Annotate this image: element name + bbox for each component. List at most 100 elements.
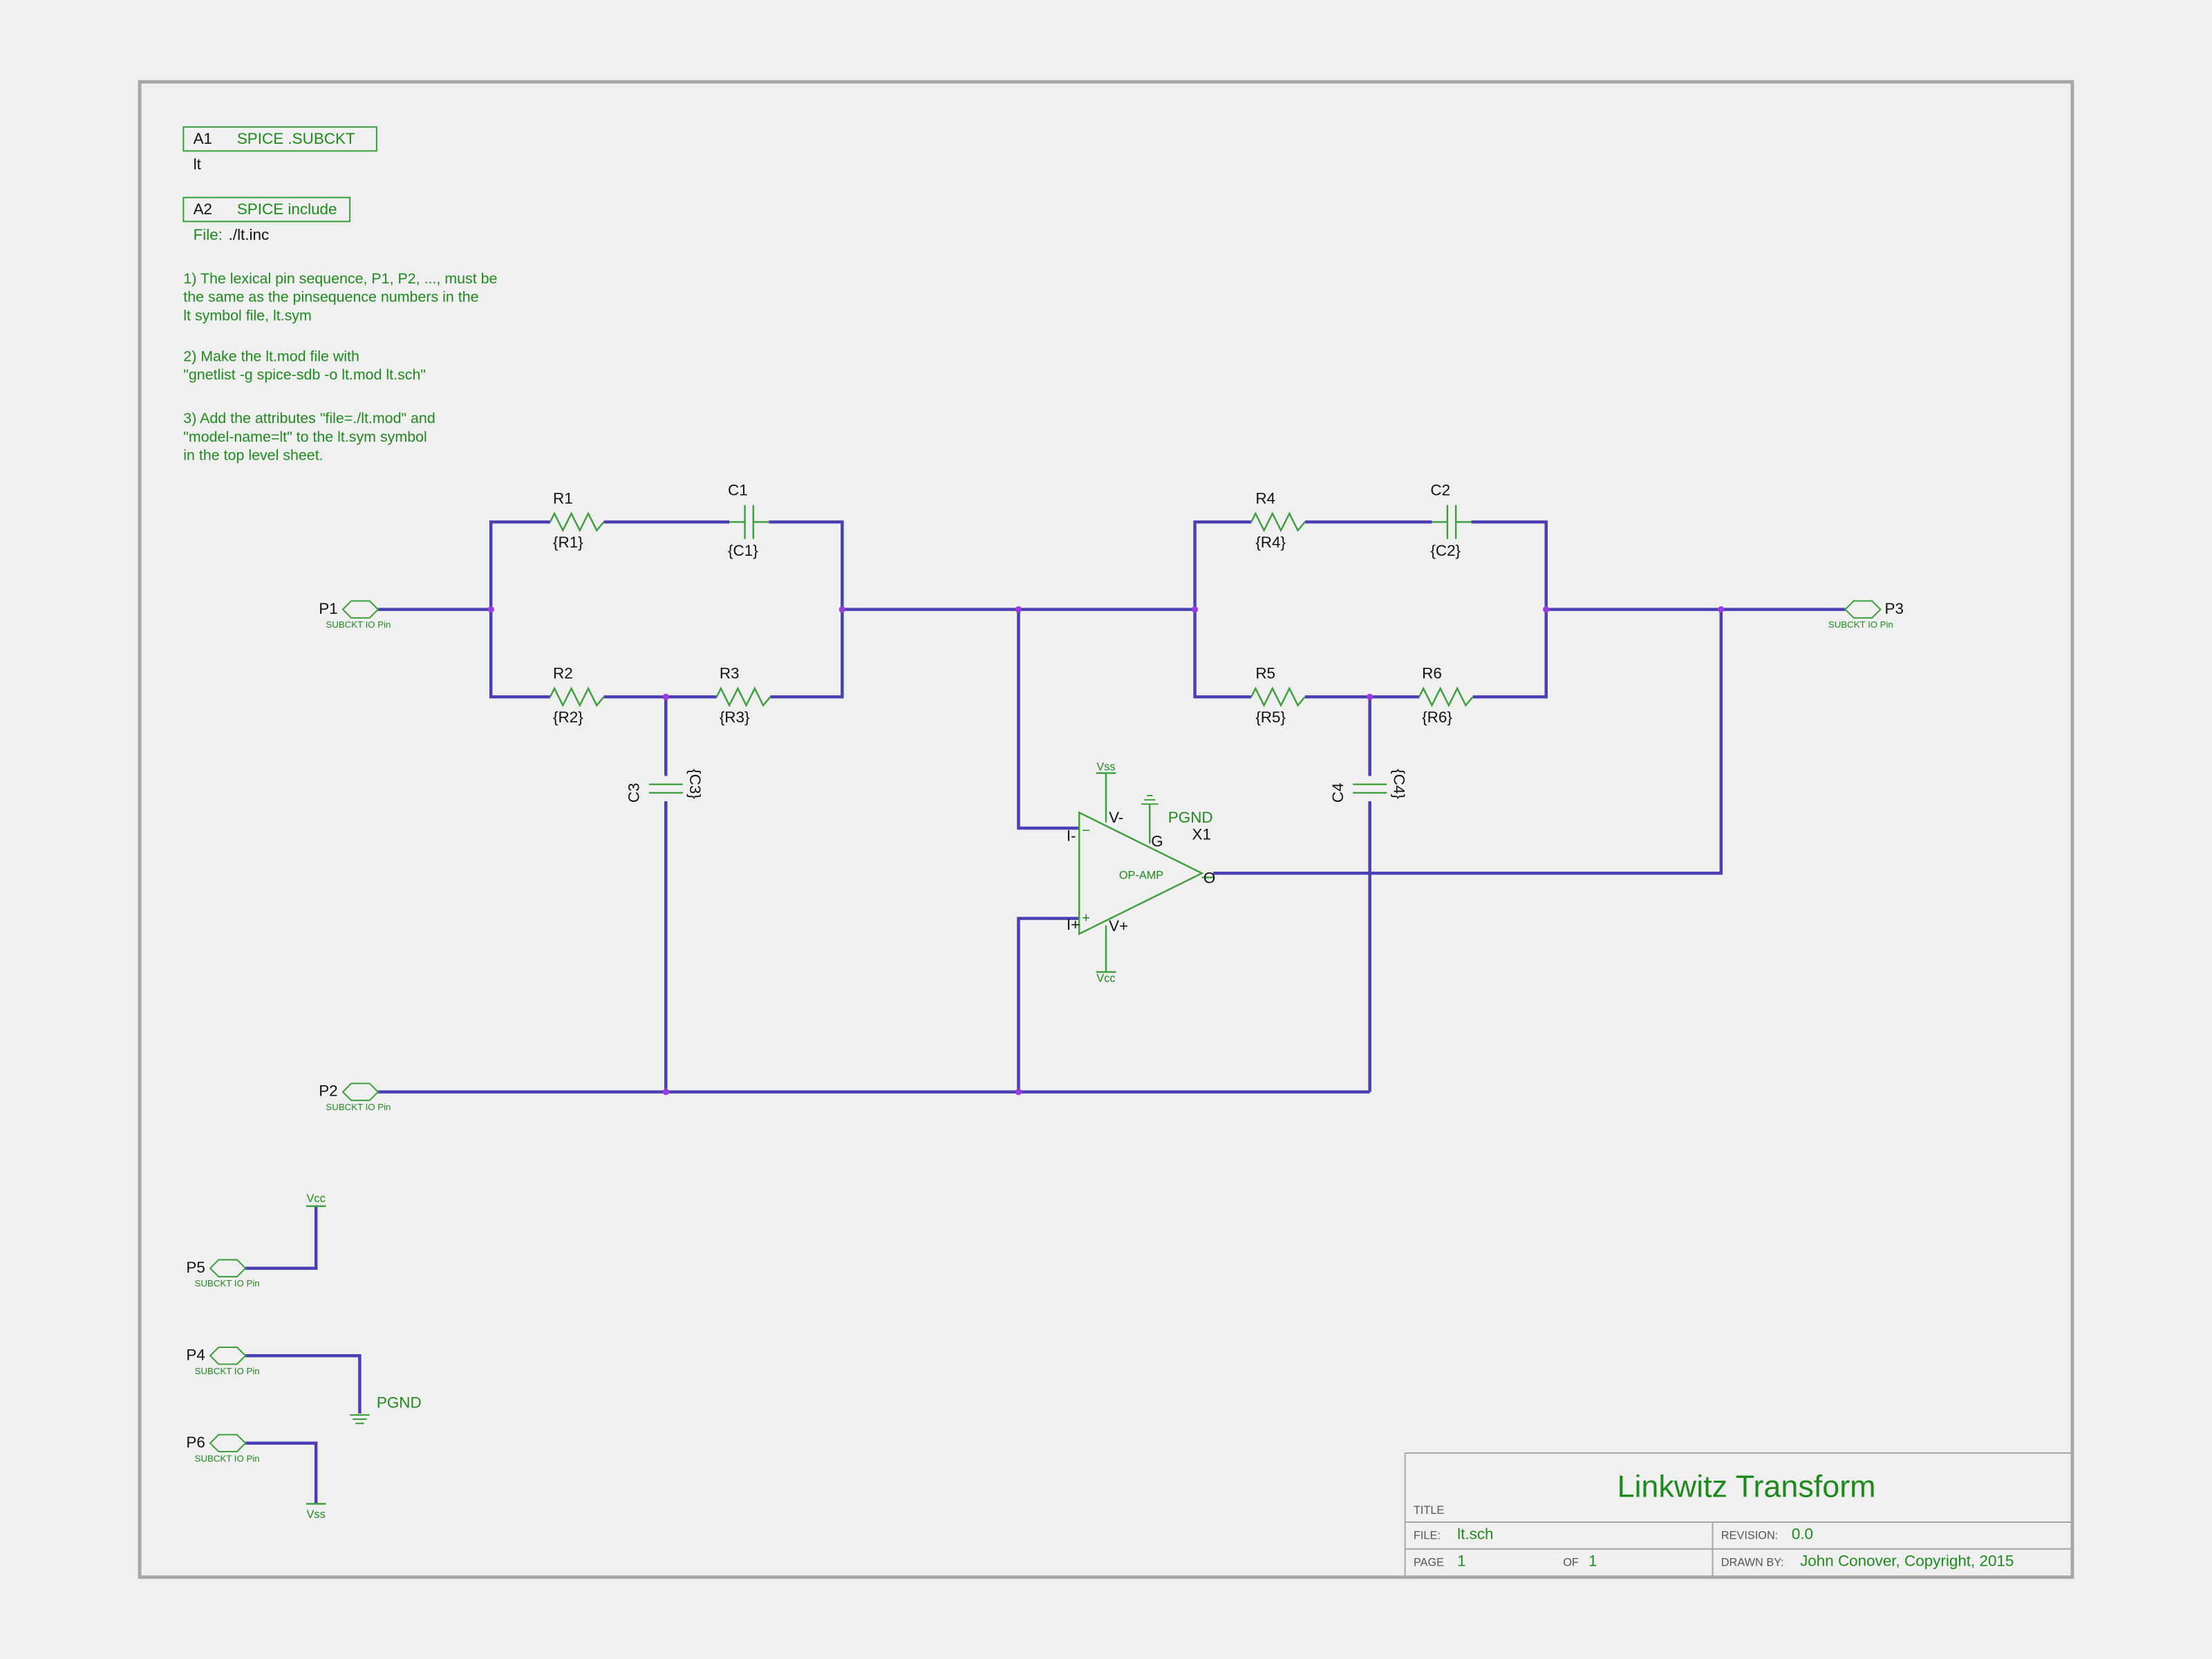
junction-dot xyxy=(1718,606,1725,613)
a1-value: lt xyxy=(194,156,202,173)
pgnd-label: PGND xyxy=(377,1394,422,1412)
junction-dot xyxy=(662,1088,669,1096)
a2-ref: A2 xyxy=(194,200,212,218)
io-pin-p3[interactable]: P3 SUBCKT IO Pin xyxy=(1828,600,1904,630)
of-value: 1 xyxy=(1588,1552,1597,1569)
wire xyxy=(489,520,550,610)
title-text: Linkwitz Transform xyxy=(1617,1468,1875,1503)
r1-value: {R1} xyxy=(553,534,583,551)
opamp-vcc-label: Vcc xyxy=(1096,972,1115,984)
opamp-x1[interactable]: OP-AMP − + I- I+ V- V+ G O X1 Vss Vcc PG… xyxy=(1067,760,1215,984)
vcc-label: Vcc xyxy=(307,1192,326,1205)
note-1: 1) The lexical pin sequence, P1, P2, ...… xyxy=(183,270,497,324)
note-1-line: 1) The lexical pin sequence, P1, P2, ...… xyxy=(183,270,497,287)
opamp-plus-sign: + xyxy=(1082,911,1090,926)
wire xyxy=(1017,609,1080,830)
opamp-body-label: OP-AMP xyxy=(1119,869,1163,881)
io-pin-p6[interactable]: P6 SUBCKT IO Pin xyxy=(186,1434,259,1463)
p6-io-label: SUBCKT IO Pin xyxy=(195,1453,260,1463)
junctions xyxy=(487,606,1725,1096)
opamp-pin-gnd: G xyxy=(1151,832,1163,850)
wire xyxy=(1471,520,1548,610)
p3-label: P3 xyxy=(1885,600,1904,617)
capacitor-c2[interactable]: C2 {C2} xyxy=(1430,481,1472,559)
junction-dot xyxy=(487,606,494,613)
opamp-pin-noninv: I+ xyxy=(1067,916,1080,933)
title-label: TITLE xyxy=(1414,1504,1445,1517)
capacitor-c3[interactable]: C3 {C3} xyxy=(625,769,703,803)
r3-value: {R3} xyxy=(720,709,750,726)
wire xyxy=(245,1206,318,1270)
resistor-r2[interactable]: R2 {R2} xyxy=(549,665,605,726)
io-pin-p4[interactable]: P4 SUBCKT IO Pin xyxy=(186,1346,259,1376)
note-3-line: 3) Add the attributes "file=./lt.mod" an… xyxy=(183,410,435,427)
c4-value: {C4} xyxy=(1390,769,1407,799)
title-block: TITLE Linkwitz Transform FILE: lt.sch RE… xyxy=(1404,1452,2072,1577)
resistor-r5[interactable]: R5 {R5} xyxy=(1250,665,1306,726)
note-2-line: 2) Make the lt.mod file with xyxy=(183,348,359,364)
resistor-r3[interactable]: R3 {R3} xyxy=(715,665,771,726)
resistor-r1[interactable]: R1 {R1} xyxy=(549,490,605,551)
p6-label: P6 xyxy=(186,1434,205,1451)
spice-subckt-attribute: A1 SPICE .SUBCKT lt xyxy=(182,126,377,173)
c1-value: {C1} xyxy=(728,542,758,559)
spice-include-attribute: A2 SPICE include File: ./lt.inc xyxy=(182,196,351,243)
wire xyxy=(1193,609,1252,699)
c2-value: {C2} xyxy=(1430,542,1461,559)
r5-value: {R5} xyxy=(1255,709,1286,726)
c1-ref: C1 xyxy=(728,481,748,498)
note-2: 2) Make the lt.mod file with "gnetlist -… xyxy=(183,348,426,383)
a1-ref: A1 xyxy=(194,130,212,147)
p2-label: P2 xyxy=(319,1082,337,1100)
page-label: PAGE xyxy=(1414,1556,1444,1568)
wire xyxy=(1472,609,1548,699)
c4-ref: C4 xyxy=(1329,783,1347,803)
a2-file: ./lt.inc xyxy=(229,226,270,243)
opamp-pgnd-label: PGND xyxy=(1168,809,1213,826)
opamp-pin-out: O xyxy=(1203,870,1215,887)
revision-label: REVISION: xyxy=(1721,1530,1779,1542)
junction-dot xyxy=(1366,693,1374,700)
resistor-r4[interactable]: R4 {R4} xyxy=(1250,490,1306,551)
c3-value: {C3} xyxy=(686,769,704,799)
io-pin-p1[interactable]: P1 SUBCKT IO Pin xyxy=(319,600,391,630)
opamp-ref: X1 xyxy=(1192,825,1210,843)
resistor-r6[interactable]: R6 {R6} xyxy=(1418,665,1474,726)
capacitor-c4[interactable]: C4 {C4} xyxy=(1329,769,1407,803)
junction-dot xyxy=(1015,1088,1022,1096)
junction-dot xyxy=(662,693,669,700)
io-pin-p5[interactable]: P5 SUBCKT IO Pin xyxy=(186,1259,259,1288)
p4-label: P4 xyxy=(186,1346,205,1363)
r6-ref: R6 xyxy=(1422,665,1442,682)
opamp-pin-vpos: V+ xyxy=(1109,917,1128,935)
p5-label: P5 xyxy=(186,1259,205,1276)
r2-ref: R2 xyxy=(553,665,573,682)
wire xyxy=(1193,520,1252,610)
p4-io-label: SUBCKT IO Pin xyxy=(195,1366,260,1376)
vss-label: Vss xyxy=(307,1508,326,1521)
revision-value: 0.0 xyxy=(1792,1526,1813,1543)
wire xyxy=(770,609,844,699)
file-label: FILE: xyxy=(1414,1530,1441,1542)
p1-io-label: SUBCKT IO Pin xyxy=(326,619,391,630)
p1-label: P1 xyxy=(319,600,337,617)
note-3-line: "model-name=lt" to the lt.sym symbol xyxy=(183,429,427,445)
p5-io-label: SUBCKT IO Pin xyxy=(195,1278,260,1288)
junction-dot xyxy=(1191,606,1199,613)
c3-ref: C3 xyxy=(625,783,642,803)
io-pin-p2[interactable]: P2 SUBCKT IO Pin xyxy=(319,1082,391,1112)
wire xyxy=(769,520,844,610)
sheet-border xyxy=(138,79,2074,1580)
wire xyxy=(489,609,550,699)
of-label: OF xyxy=(1563,1556,1579,1568)
wire xyxy=(1213,609,1723,875)
p3-io-label: SUBCKT IO Pin xyxy=(1828,619,1893,630)
wire xyxy=(245,1353,362,1414)
ground-icon xyxy=(1141,795,1159,805)
a2-type: SPICE include xyxy=(237,200,337,218)
junction-dot xyxy=(838,606,846,613)
capacitor-c1[interactable]: C1 {C1} xyxy=(728,481,769,559)
r5-ref: R5 xyxy=(1255,665,1275,682)
r4-ref: R4 xyxy=(1255,490,1275,507)
